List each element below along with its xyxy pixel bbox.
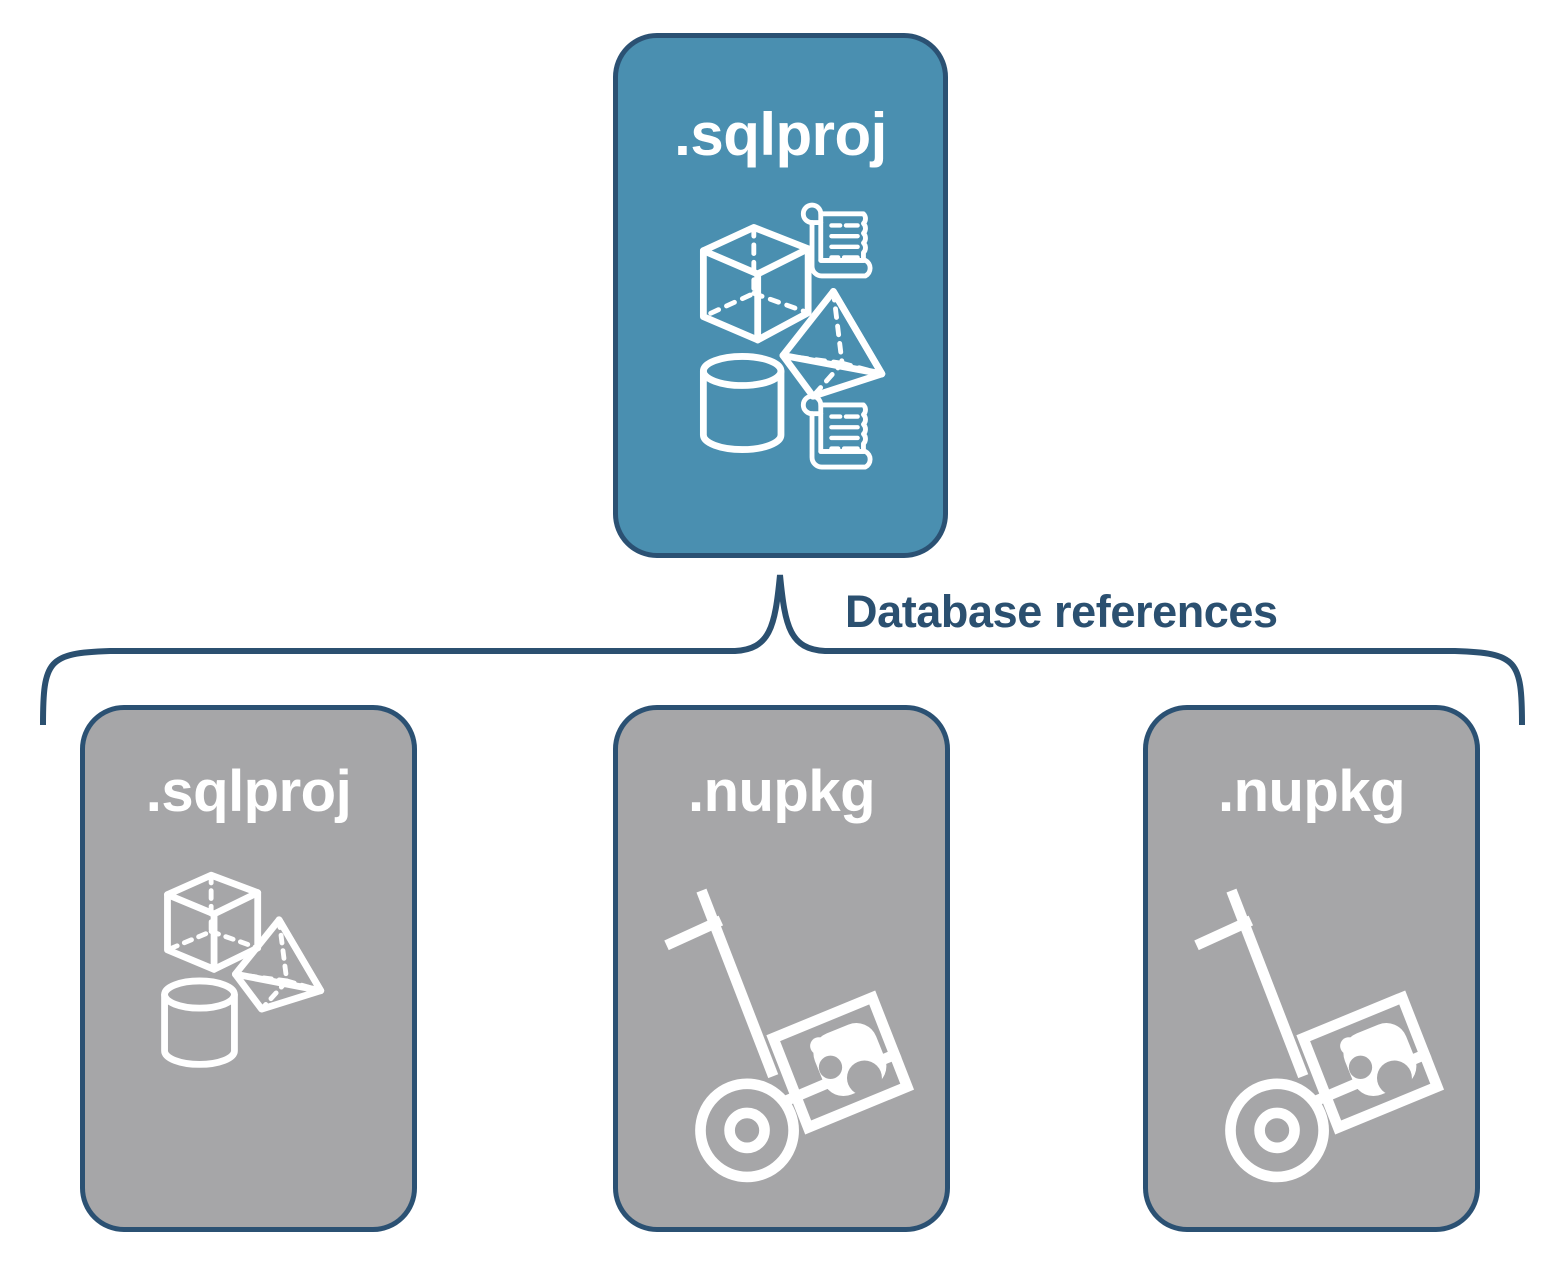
- reference-card-label: .nupkg: [1217, 759, 1406, 824]
- reference-card-label: .nupkg: [687, 759, 876, 824]
- scroll-icon: [800, 393, 873, 470]
- cube-icon: [699, 224, 812, 344]
- reference-card-label: .sqlproj: [145, 759, 352, 824]
- package-box-icon: [1296, 990, 1445, 1135]
- reference-card-artwork: [1194, 888, 1445, 1183]
- root-project-card[interactable]: .sqlproj: [613, 33, 948, 558]
- reference-card-sqlproj[interactable]: .sqlproj: [80, 705, 417, 1232]
- root-card-label: .sqlproj: [674, 101, 887, 168]
- reference-card-nupkg-2[interactable]: .nupkg: [1143, 705, 1480, 1232]
- reference-card-nupkg-1[interactable]: .nupkg: [613, 705, 950, 1232]
- cylinder-icon: [161, 977, 238, 1068]
- cylinder-icon: [699, 353, 785, 453]
- root-card-artwork: [699, 202, 886, 470]
- scroll-icon: [800, 202, 873, 279]
- database-references-label: Database references: [845, 586, 1278, 637]
- pyramid-icon: [779, 288, 886, 400]
- reference-card-artwork: [664, 888, 915, 1183]
- cube-icon: [164, 871, 262, 973]
- pyramid-icon: [232, 916, 325, 1013]
- reference-card-artwork: [161, 871, 325, 1068]
- package-box-icon: [766, 990, 915, 1135]
- database-references-brace: [40, 574, 1525, 725]
